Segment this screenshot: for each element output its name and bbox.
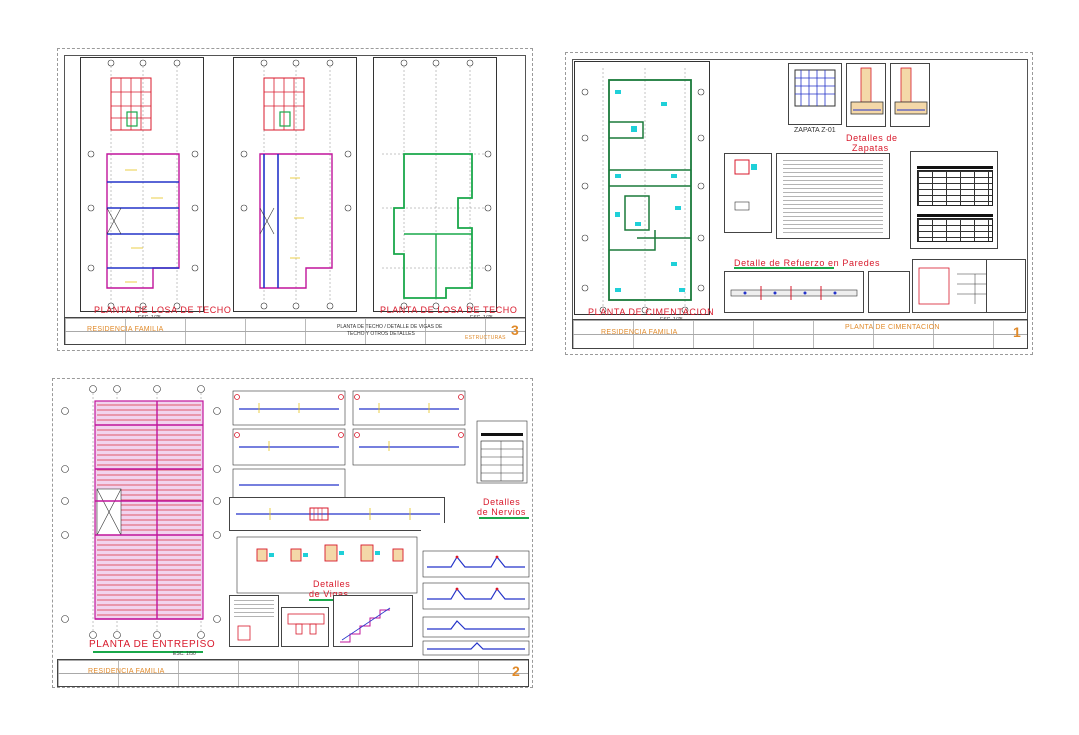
frame-roof-beams-plan: [233, 57, 357, 312]
sheet-mezzanine: PLANTA DE ENTREPISO ESC. 1/50: [52, 378, 533, 688]
plan2-title-line2: TECHO Y OTROS DETALLES: [347, 331, 415, 337]
zapatas-title-line2: Zapatas: [852, 143, 889, 153]
sheet-roof-plans: PLANTA DE LOSA DE TECHO ESC. 1/75: [57, 48, 533, 351]
tb-sheet-number: 1: [1013, 324, 1021, 340]
title-block-sheet1: RESIDENCIA FAMILIA PLANTA DE TECHO / DET…: [64, 317, 526, 345]
wall-detail-2: [868, 271, 910, 313]
wall-reinforcement-detail: [724, 271, 864, 313]
reinforcement-tables: [910, 151, 998, 249]
foundation-plan-title: PLANTA DE CIMENTACION: [588, 307, 715, 317]
frame-mezzanine-plan: [57, 385, 223, 639]
zapata-section-1: [846, 63, 886, 127]
beam-elevations-drawing: [232, 390, 528, 500]
zapatas-title: Detalles de: [846, 133, 898, 143]
zapata-title: ZAPATA Z-01: [794, 127, 836, 134]
roof-slab-plan-2-drawing: [382, 59, 492, 310]
nervios-details: [421, 523, 531, 657]
nervios-underline: [479, 517, 529, 519]
vigas-title: Detalles: [313, 579, 351, 589]
wall-reinforcement-title: Detalle de Refuerzo en Paredes: [734, 258, 881, 268]
tb-sheet-number: 3: [511, 322, 519, 338]
long-beam-elevation: [229, 497, 445, 531]
zapata-section-2: [890, 63, 930, 127]
title-block-sheet2: RESIDENCIA FAMILIA PLANTA DE CIMENTACION…: [572, 319, 1028, 349]
nervio-detail: [281, 607, 329, 647]
roof-slab-plan-drawing: [87, 59, 199, 310]
nervios-title: Detalles: [483, 497, 521, 507]
tb-code: ESTRUCTURAS: [465, 335, 506, 341]
tb-project-name: RESIDENCIA FAMILIA: [88, 668, 165, 675]
wall-detail-3: [912, 259, 996, 313]
beam-sections-group: [235, 535, 421, 595]
stair-detail: [333, 595, 413, 647]
tb-project-name: RESIDENCIA FAMILIA: [87, 326, 164, 333]
nervios-title-line2: de Nervios: [477, 507, 527, 517]
general-notes-panel: [776, 153, 890, 239]
roof-beams-plan-drawing: [240, 59, 352, 310]
zapata-detail: [788, 63, 842, 125]
mezzanine-plan-scale: ESC. 1/50: [173, 651, 196, 657]
nervios-details-drawing: [422, 550, 530, 656]
mezzanine-plan-drawing: [61, 385, 221, 639]
wall-detail-4: [986, 259, 1026, 313]
mezzanine-plan-title: PLANTA DE ENTREPISO: [89, 639, 216, 650]
tb-project-name: RESIDENCIA FAMILIA: [601, 329, 678, 336]
wall-reinforcement-underline: [734, 267, 834, 269]
plan3-title: PLANTA DE LOSA DE TECHO: [380, 305, 518, 315]
tb-sheet-number: 2: [512, 663, 520, 679]
mezzanine-plan-underline: [93, 651, 203, 653]
sheet-foundation: PLANTA DE CIMENTACION ESC. 1/75 ZAPATA Z…: [565, 52, 1033, 355]
foundation-plan-drawing: [581, 68, 705, 314]
vigas-title-line2: de Vigas: [309, 589, 349, 599]
vigas-underline: [309, 599, 355, 601]
notes-detail: [229, 595, 279, 647]
column-detail-panel: [724, 153, 772, 233]
frame-foundation-plan: [574, 61, 710, 315]
title-block-sheet3: RESIDENCIA FAMILIA 2: [57, 659, 529, 687]
plan2-title: PLANTA DE TECHO / DETALLE DE VIGAS DE: [337, 324, 443, 330]
tb-plan-name: PLANTA DE CIMENTACION: [845, 324, 940, 331]
frame-roof-slab-plan-2: [373, 57, 497, 312]
plan1-title: PLANTA DE LOSA DE TECHO: [94, 305, 232, 315]
frame-roof-slab-plan: [80, 57, 204, 312]
